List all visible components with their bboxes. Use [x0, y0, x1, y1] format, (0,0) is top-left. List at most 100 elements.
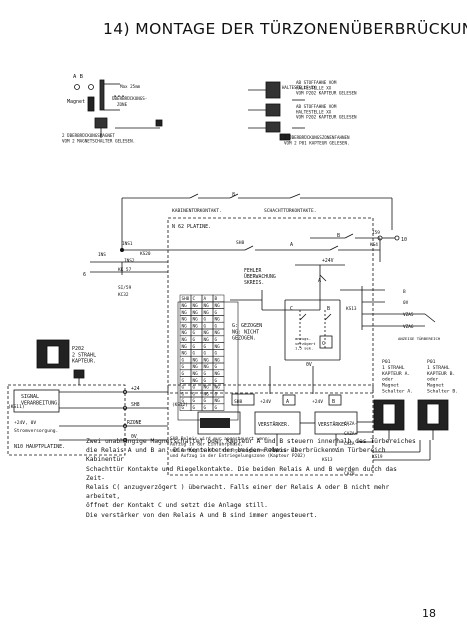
table-cell: G: [215, 310, 218, 316]
label-caza-b: CAZB: [344, 471, 355, 477]
label-ks13b: KS13: [322, 457, 333, 463]
table-cell: NG: [182, 344, 188, 350]
table-cell: G: [215, 405, 218, 411]
label-ten: 10: [401, 237, 407, 243]
table-cell: G: [204, 351, 207, 357]
table-cell: NG: [193, 371, 199, 377]
label-24v-b: +24V: [312, 399, 323, 405]
table-cell: G: [193, 351, 196, 357]
table-cell: NG: [182, 330, 188, 336]
label-kc32: KC32: [118, 292, 129, 298]
table-cell: G: [193, 337, 196, 343]
table-cell: NG: [215, 303, 221, 309]
table-cell: NG: [215, 398, 221, 404]
label-anzeige: ANZEIGE TÜRBEREICH: [398, 336, 441, 341]
label-ks12: (KS12): [172, 402, 188, 408]
label-n10: N10 HAUPTPLATINE.: [14, 444, 65, 450]
label-six: 6: [83, 272, 86, 278]
label-relay-b: B: [332, 399, 335, 405]
legend-ueber: ÜBERBRÜCKUNGS-: [112, 96, 147, 101]
label-n62: N 62 PLATINE.: [172, 224, 211, 230]
label-sh8-box: SH8: [234, 399, 243, 405]
label-ks20: KS20: [140, 251, 151, 257]
label-note: SH8 Relais wird nur angesteuert wenn:Auf…: [170, 436, 305, 459]
table-cell: NG: [215, 357, 221, 363]
table-cell: NG: [193, 378, 199, 384]
table-cell: NG: [204, 337, 210, 343]
table-cell: NG: [182, 337, 188, 343]
table-cell: G: [193, 330, 196, 336]
table-cell: NG: [182, 303, 188, 309]
table-cell: NG: [204, 310, 210, 316]
label-ins: INS: [98, 252, 106, 258]
table-cell: G: [204, 378, 207, 384]
table-header-cell: C: [193, 296, 196, 302]
label-ks4: KS4: [370, 242, 378, 248]
label-sh8-left: SH8: [131, 402, 140, 408]
table-cell: G: [193, 398, 196, 404]
table-cell: G: [193, 391, 196, 397]
table-cell: NG: [193, 303, 199, 309]
label-verst-2: VERSTÄRKER.: [318, 421, 350, 428]
label-caza-minus: CAZA-: [344, 421, 357, 427]
table-cell: G: [204, 317, 207, 323]
label-c-contact: C: [290, 306, 293, 312]
label-b-contact: B: [327, 306, 330, 312]
label-vza5: VZA5: [403, 312, 414, 318]
label-a-contact: A: [318, 278, 321, 284]
label-schachttuer: SCHACHTTÜRKONTAKTE.: [264, 207, 317, 214]
label-b-top: B: [337, 233, 340, 239]
table-cell: G: [204, 371, 207, 377]
label-0v-mid: 0V: [306, 362, 312, 368]
description-text: Zwei unabhängige Magnetschalter oder Kap…: [86, 438, 416, 519]
table-cell: G: [193, 344, 196, 350]
label-caza-plus: CAZA+: [344, 431, 358, 437]
table-cell: G: [193, 405, 196, 411]
label-c-relay: C: [322, 341, 325, 347]
label-24v-0v: +24V, 0V: [14, 420, 36, 426]
table-cell: G: [215, 378, 218, 384]
table-cell: NG: [182, 323, 188, 329]
table-cell: G: [204, 405, 207, 411]
label-0v-2: 0V: [332, 448, 338, 454]
label-verst-1: VERSTÄRKER.: [258, 421, 290, 428]
table-cell: G: [182, 385, 185, 391]
label-i59: I59: [372, 230, 380, 236]
table-cell: NG: [204, 330, 210, 336]
page-number: 18: [422, 607, 436, 620]
table-header-cell: A: [204, 296, 207, 302]
table-cell: NG: [182, 317, 188, 323]
table-cell: G: [215, 391, 218, 397]
table-cell: NG: [215, 344, 221, 350]
table-cell: NG: [193, 310, 199, 316]
label-ks19: KS19: [372, 454, 383, 460]
table-cell: G: [215, 351, 218, 357]
label-kabinentuer: KABINENTÜRKONTAKT.: [172, 207, 222, 214]
label-out-b: B: [403, 289, 406, 295]
table-cell: G: [182, 378, 185, 384]
label-0v-1: 0V: [272, 448, 278, 454]
table-cell: G: [182, 357, 185, 363]
label-ins1: INS1: [122, 241, 133, 247]
legend-magnet: Magnet: [67, 99, 85, 105]
label-relay-a: A: [286, 399, 289, 405]
table-header-cell: SH8: [182, 296, 190, 302]
table-cell: G: [182, 371, 185, 377]
table-cell: G: [204, 344, 207, 350]
table-cell: NG: [193, 357, 199, 363]
table-cell: G: [215, 337, 218, 343]
legend-zone: ZONE: [117, 102, 128, 107]
label-ins2: INS2: [124, 258, 135, 264]
table-cell: NG: [204, 357, 210, 363]
label-eight: 8: [232, 192, 235, 198]
table-cell: NG: [204, 303, 210, 309]
legend-haltestelle: HALTESTELLE XX: [282, 85, 316, 90]
